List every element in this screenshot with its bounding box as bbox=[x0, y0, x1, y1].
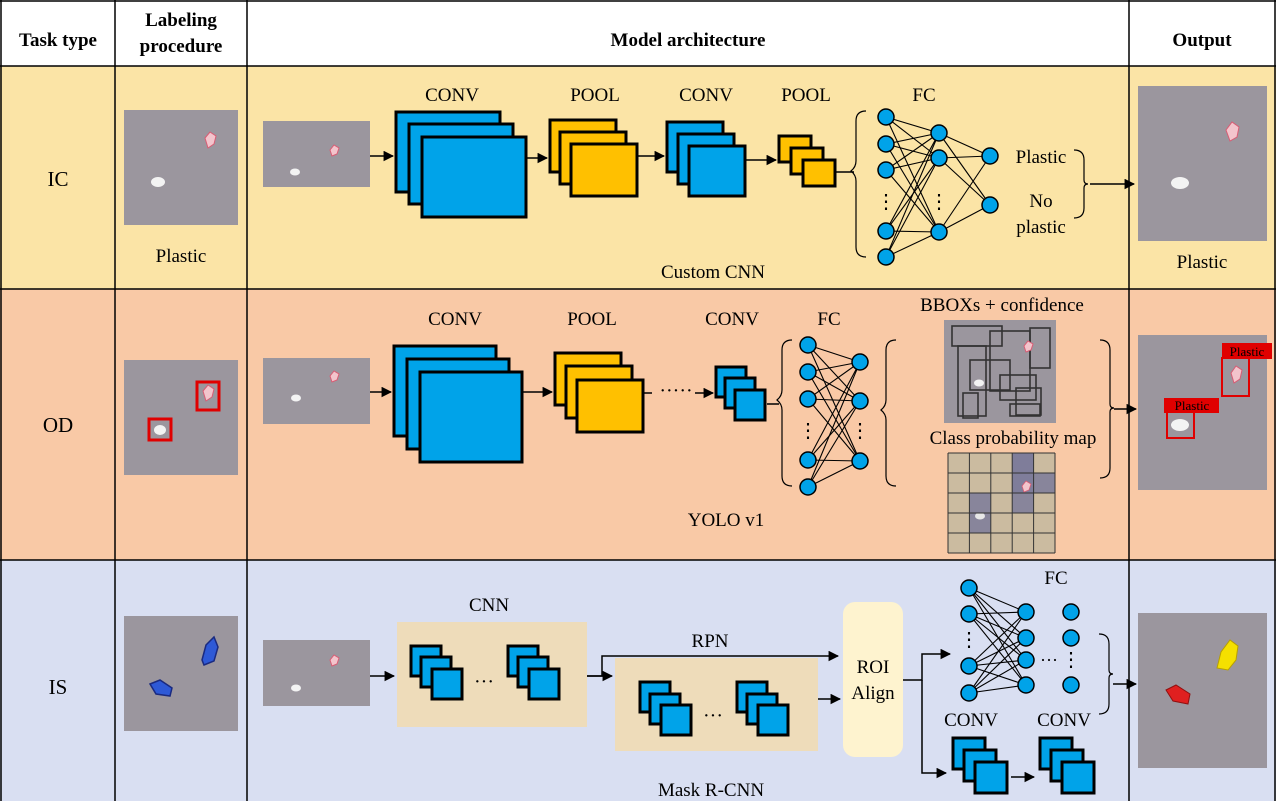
ic-out-plastic: Plastic bbox=[1016, 147, 1067, 168]
od-fc-label: FC bbox=[817, 309, 840, 330]
od-conv2-block bbox=[714, 365, 767, 422]
task-is: IS bbox=[49, 675, 68, 699]
ic-input-image bbox=[263, 121, 370, 187]
header-model-architecture: Model architecture bbox=[611, 30, 766, 51]
od-class-map-label: Class probability map bbox=[930, 428, 1097, 449]
is-input-image bbox=[263, 640, 370, 706]
ic-out-plastic-2: plastic bbox=[1016, 217, 1066, 238]
task-ic: IC bbox=[48, 167, 69, 191]
od-bbox-title: BBOXs + confidence bbox=[920, 295, 1084, 316]
od-labeling-image bbox=[124, 360, 238, 475]
ic-output-image bbox=[1138, 86, 1267, 241]
is-model-name: Mask R-CNN bbox=[658, 780, 764, 801]
ic-pool1-block bbox=[548, 118, 639, 198]
is-fc-neurons bbox=[960, 579, 1080, 702]
is-roi-label-1: ROI bbox=[857, 657, 890, 678]
od-class-map-grid bbox=[947, 452, 1056, 554]
ic-conv2-label: CONV bbox=[679, 85, 733, 106]
is-conv1-label: CONV bbox=[944, 710, 998, 731]
od-hdots: ····· bbox=[659, 380, 692, 402]
ic-out-brace bbox=[1073, 149, 1089, 219]
od-conv1-block bbox=[392, 344, 524, 464]
ic-fc-connections bbox=[885, 116, 991, 258]
od-output-image bbox=[1138, 335, 1272, 490]
is-fc-dots-1: ⋮ bbox=[959, 629, 979, 651]
ic-label-text: Plastic bbox=[156, 246, 207, 267]
is-output-image bbox=[1138, 613, 1267, 768]
is-cnn-block-2 bbox=[506, 644, 561, 701]
is-fc-label: FC bbox=[1044, 568, 1067, 589]
od-fc-dots-2: ⋮ bbox=[850, 420, 870, 442]
od-pool1-label: POOL bbox=[567, 309, 617, 330]
ic-pool2-label: POOL bbox=[781, 85, 831, 106]
od-out-brace bbox=[1099, 339, 1115, 479]
is-cnn-hdots: ··· bbox=[474, 671, 494, 693]
ic-conv1-block bbox=[394, 110, 528, 219]
header-labeling-line1: Labeling bbox=[145, 10, 217, 31]
is-conv2-block bbox=[1038, 736, 1096, 795]
od-map-brace bbox=[880, 339, 897, 487]
is-rpn-hdots: ··· bbox=[703, 705, 723, 727]
od-input-image bbox=[263, 358, 370, 424]
is-arrow-to-fc bbox=[903, 648, 952, 681]
is-conv1-block bbox=[951, 736, 1009, 795]
ic-conv2-block bbox=[665, 120, 747, 198]
ic-fc-label: FC bbox=[912, 85, 935, 106]
is-fc-dots-2: ⋮ bbox=[1061, 649, 1081, 671]
is-rpn-label: RPN bbox=[692, 631, 729, 652]
od-fc-connections bbox=[807, 344, 861, 488]
is-rpn-block-2 bbox=[735, 680, 790, 737]
ic-pool1-label: POOL bbox=[570, 85, 620, 106]
od-pool1-block bbox=[553, 351, 645, 434]
is-rpn-block-1 bbox=[638, 680, 693, 737]
ic-fc-dots-2: ⋮ bbox=[929, 191, 949, 213]
od-conv2-label: CONV bbox=[705, 309, 759, 330]
od-model-name: YOLO v1 bbox=[688, 510, 765, 531]
od-fc-neurons bbox=[799, 336, 869, 496]
is-labeling-image bbox=[124, 616, 238, 731]
ic-fc-neurons bbox=[877, 108, 999, 266]
ic-pool2-block bbox=[777, 134, 837, 188]
od-fc-dots-1: ⋮ bbox=[798, 420, 818, 442]
od-fc-brace bbox=[776, 339, 793, 487]
is-arrow-to-conv bbox=[921, 680, 948, 779]
ic-fc-brace bbox=[850, 110, 867, 258]
task-od: OD bbox=[43, 413, 73, 437]
ic-labeling-image bbox=[124, 110, 238, 225]
header-labeling-line2: procedure bbox=[140, 36, 223, 57]
od-output-tag-2: Plastic bbox=[1175, 398, 1210, 413]
is-fc-hdots: ··· bbox=[1040, 650, 1058, 670]
header-output: Output bbox=[1172, 30, 1232, 51]
is-fc-connections bbox=[968, 587, 1027, 694]
ic-output-label: Plastic bbox=[1177, 252, 1228, 273]
ic-conv1-label: CONV bbox=[425, 85, 479, 106]
is-roi-box bbox=[843, 602, 903, 757]
is-out-brace bbox=[1098, 633, 1114, 715]
ic-out-no: No bbox=[1029, 191, 1052, 212]
od-bbox-image bbox=[944, 320, 1056, 423]
is-roi-label-2: Align bbox=[851, 683, 895, 704]
is-cnn-block-1 bbox=[409, 644, 464, 701]
is-conv2-label: CONV bbox=[1037, 710, 1091, 731]
header-task-type: Task type bbox=[19, 30, 97, 51]
ic-model-name: Custom CNN bbox=[661, 262, 765, 283]
ic-fc-dots-1: ⋮ bbox=[876, 191, 896, 213]
od-conv1-label: CONV bbox=[428, 309, 482, 330]
od-output-tag-1: Plastic bbox=[1230, 344, 1265, 359]
is-cnn-label: CNN bbox=[469, 595, 509, 616]
